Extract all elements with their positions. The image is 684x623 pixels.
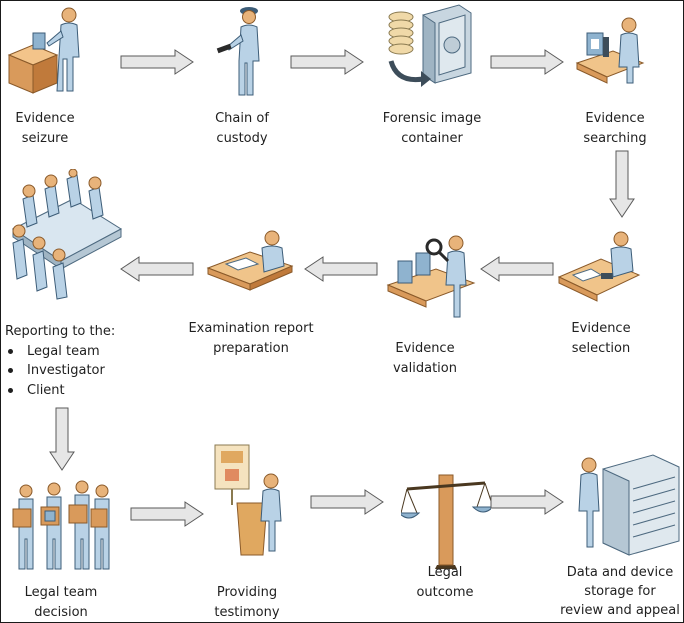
arrow-right-1	[120, 49, 194, 75]
arrow-left-3	[120, 256, 194, 282]
label-evidence-validation: Evidence validation	[392, 341, 457, 376]
arrow-right-6	[490, 489, 564, 515]
person-at-server-rack-icon	[578, 454, 680, 556]
label-evidence-seizure: Evidence seizure	[15, 111, 75, 146]
team-with-boxes-icon	[12, 480, 110, 570]
label-legal-team-decision: Legal team decision	[24, 585, 98, 620]
reporting-item-investigator: Investigator	[5, 361, 115, 381]
arrow-right-5	[310, 489, 384, 515]
label-evidence-searching: Evidence searching	[583, 111, 647, 146]
label-evidence-selection: Evidence selection	[571, 321, 631, 356]
person-at-desk-icon	[557, 231, 641, 302]
arrow-left-1	[480, 256, 554, 282]
person-with-box-icon	[7, 7, 80, 94]
arrow-right-3	[490, 49, 564, 75]
person-writing-report-icon	[206, 230, 294, 291]
reporting-title: Reporting to the:	[5, 324, 116, 339]
reporting-item-client: Client	[5, 381, 115, 401]
label-forensic-image-container: Forensic image container	[382, 111, 482, 146]
balance-scale-icon	[401, 474, 491, 569]
disk-stack-vault-icon	[388, 4, 472, 87]
arrow-right-2	[290, 49, 364, 75]
arrow-down-1	[609, 150, 635, 218]
label-examination-report-preparation: Examination report preparation	[188, 321, 314, 356]
witness-at-podium-icon	[214, 444, 282, 556]
officer-with-flashlight-icon	[216, 7, 260, 96]
arrow-right-4	[130, 501, 204, 527]
meeting-table-icon	[12, 169, 122, 300]
person-at-microscope-icon	[575, 17, 645, 84]
label-chain-of-custody: Chain of custody	[215, 111, 269, 146]
label-legal-outcome: Legal outcome	[416, 565, 474, 600]
label-data-device-storage: Data and device storage for review and a…	[560, 565, 680, 618]
label-providing-testimony: Providing testimony	[214, 585, 280, 620]
inspector-with-magnifier-icon	[386, 235, 476, 318]
arrow-down-2	[49, 407, 75, 471]
reporting-item-legal-team: Legal team	[5, 342, 115, 362]
arrow-left-2	[304, 256, 378, 282]
reporting-list: Reporting to the: Legal team Investigato…	[5, 322, 115, 400]
